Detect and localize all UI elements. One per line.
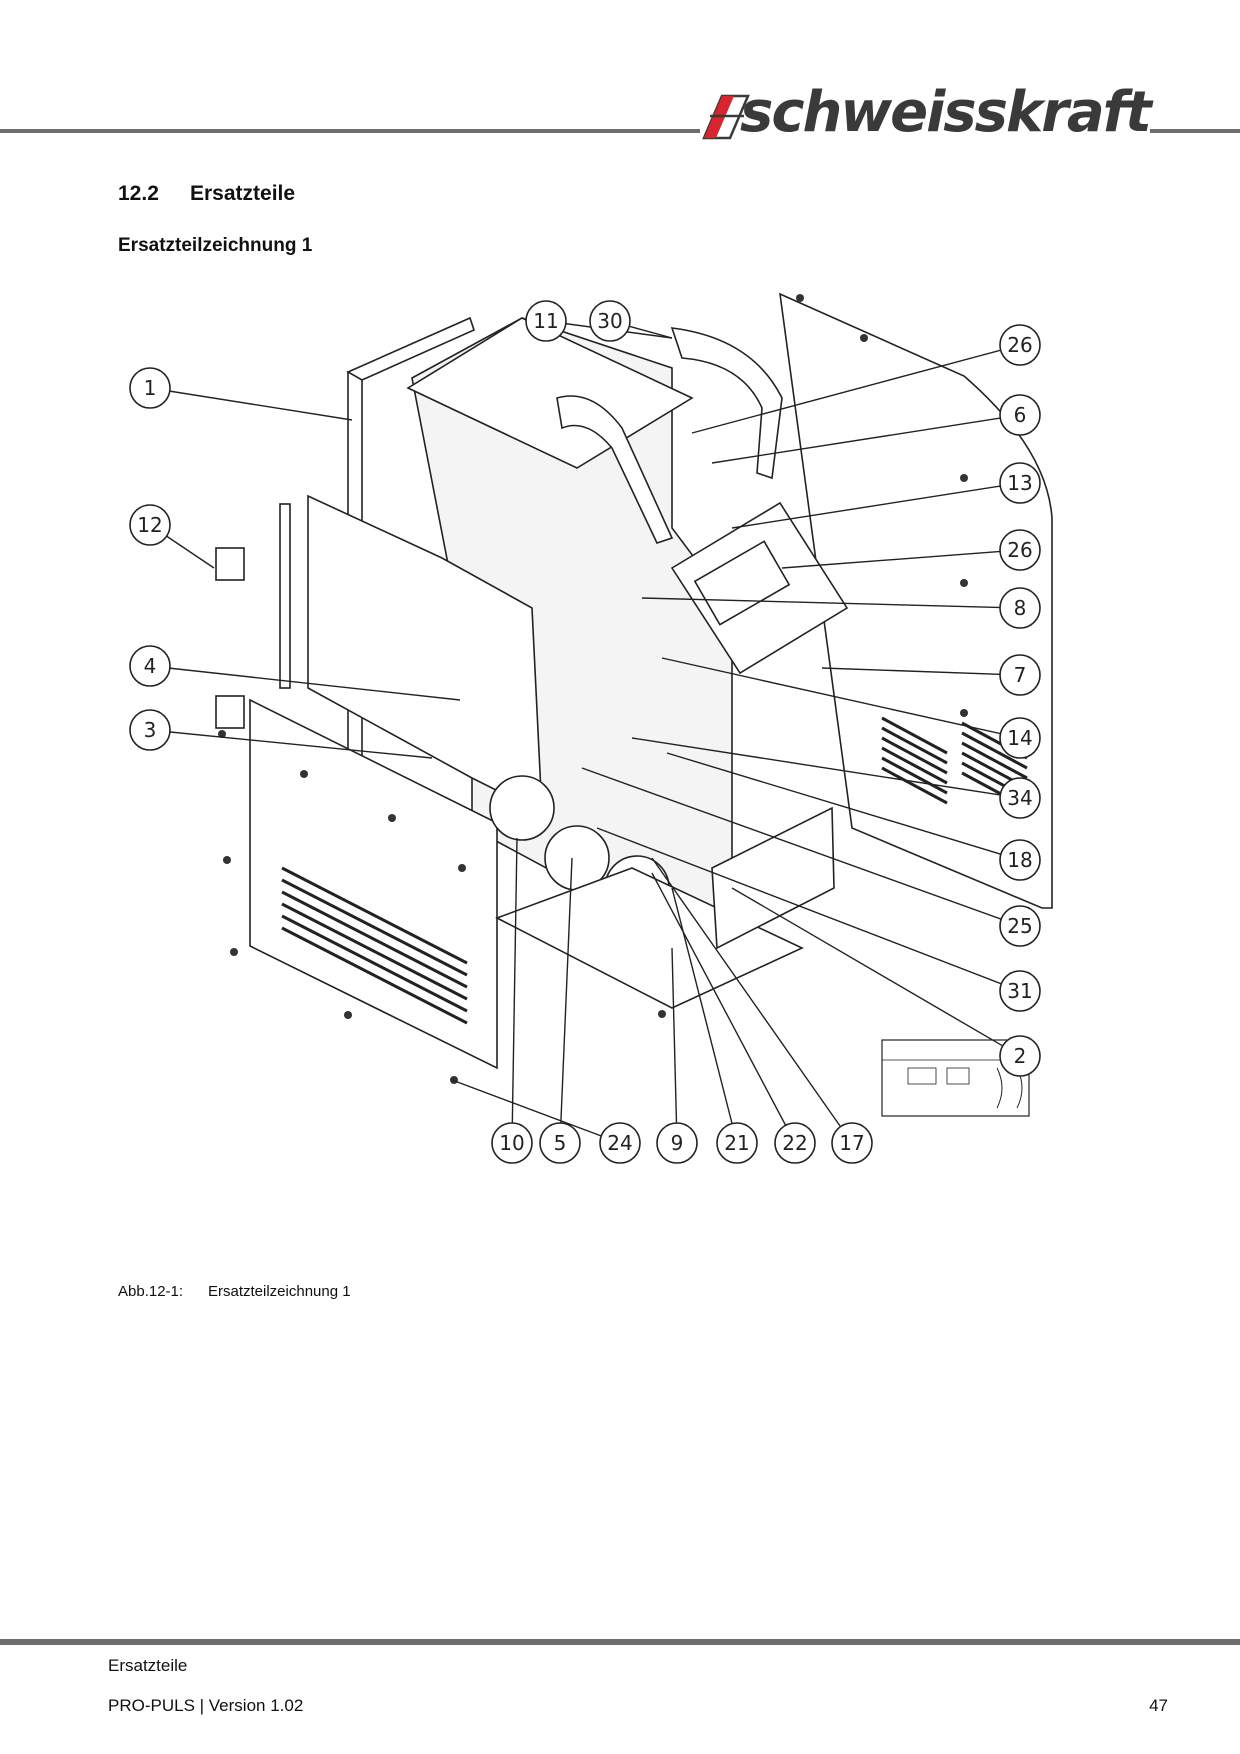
part-balloon-21: 21 [716,1122,758,1164]
leader-line [581,767,1021,927]
part-balloon-9: 9 [656,1122,698,1164]
page-number: 47 [1149,1696,1168,1715]
part-balloon-12: 12 [129,504,171,546]
part-balloon-7: 7 [999,654,1041,696]
part-number: 17 [839,1131,864,1155]
footer-document: PRO-PULS | Version 1.02 [108,1696,304,1715]
part-number: 34 [1007,786,1032,810]
leader-line [511,837,518,1144]
leader-line [731,482,1021,529]
part-number: 21 [724,1131,749,1155]
part-balloon-26: 26 [999,324,1041,366]
leader-line [651,872,796,1144]
figure-title: Ersatzteilzeichnung 1 [208,1283,351,1300]
leader-line [711,414,1021,464]
leader-line [559,857,573,1144]
part-number: 13 [1007,471,1032,495]
front-grille [281,866,468,1025]
part-number: 9 [671,1131,684,1155]
part-number: 26 [1007,538,1032,562]
part-number: 24 [607,1131,632,1155]
handle-rear [670,327,783,480]
vent-grille-right [711,806,835,950]
part-number: 22 [782,1131,807,1155]
part-number: 14 [1007,726,1032,750]
front-strip [279,503,291,689]
part-number: 2 [1014,1044,1027,1068]
part-number: 6 [1014,403,1027,427]
part-balloon-17: 17 [831,1122,873,1164]
fan-1 [489,775,555,841]
part-number: 1 [144,376,157,400]
part-number: 12 [137,513,162,537]
leader-line [149,665,461,701]
leader-line [821,667,1021,676]
base-plate [495,867,804,1009]
part-balloon-26: 26 [999,529,1041,571]
part-balloon-5: 5 [539,1122,581,1164]
control-display [693,540,791,626]
part-number: 7 [1014,663,1027,687]
hinge-3 [215,695,245,729]
part-balloon-13: 13 [999,462,1041,504]
figure-caption: Abb.12-1: Ersatzteilzeichnung 1 [118,1283,351,1300]
rear-frame-top [346,316,475,381]
leader-line [661,657,1021,739]
drawing-heading: Ersatzteilzeichnung 1 [118,235,313,256]
leader-line [651,857,853,1144]
hinge-12 [215,547,245,581]
leader-line [691,344,1021,434]
footer-rule [0,1639,1240,1645]
leader-line [671,947,678,1144]
part-balloon-22: 22 [774,1122,816,1164]
part-balloon-6: 6 [999,394,1041,436]
part-balloon-14: 14 [999,717,1041,759]
brand-name: schweisskraft [740,80,1152,145]
header-rule [0,129,1240,133]
section-title: Ersatzteile [190,182,296,205]
part-number: 3 [144,718,157,742]
section-number: 12.2 [118,182,159,205]
leader-line [731,887,1021,1057]
part-number: 26 [1007,333,1032,357]
leader-line [666,752,1021,861]
part-balloon-31: 31 [999,970,1041,1012]
part-number: 8 [1014,596,1027,620]
part-balloon-8: 8 [999,587,1041,629]
part-number: 31 [1007,979,1032,1003]
leader-line [631,737,1021,799]
part-number: 4 [144,654,157,678]
footer-section: Ersatzteile [108,1656,188,1675]
leader-line [781,549,1021,569]
part-number: 11 [533,309,558,333]
part-number: 5 [554,1131,567,1155]
leader-line [149,387,353,421]
leader-line [596,827,1021,992]
handle-front [556,395,674,544]
part-balloon-4: 4 [129,645,171,687]
part-balloon-25: 25 [999,905,1041,947]
leader-line [149,729,433,759]
part-balloon-3: 3 [129,709,171,751]
brand-logo: schweisskraft [700,80,1152,146]
leader-line [451,1079,621,1144]
part-balloon-18: 18 [999,839,1041,881]
leader-line [641,597,1021,609]
part-number: 10 [499,1131,524,1155]
figure-label: Abb.12-1: [118,1283,184,1300]
part-balloon-24: 24 [599,1122,641,1164]
part-balloon-2: 2 [999,1035,1041,1077]
front-cover [249,698,498,1070]
part-balloon-34: 34 [999,777,1041,819]
part-number: 25 [1007,914,1032,938]
logo-mark-icon [702,94,750,140]
part-number: 30 [597,309,622,333]
part-balloon-30: 30 [589,300,631,342]
section-heading: 12.2 Ersatzteile [118,182,295,206]
part-balloon-1: 1 [129,367,171,409]
part-balloon-11: 11 [525,300,567,342]
part-balloon-10: 10 [491,1122,533,1164]
part-number: 18 [1007,848,1032,872]
